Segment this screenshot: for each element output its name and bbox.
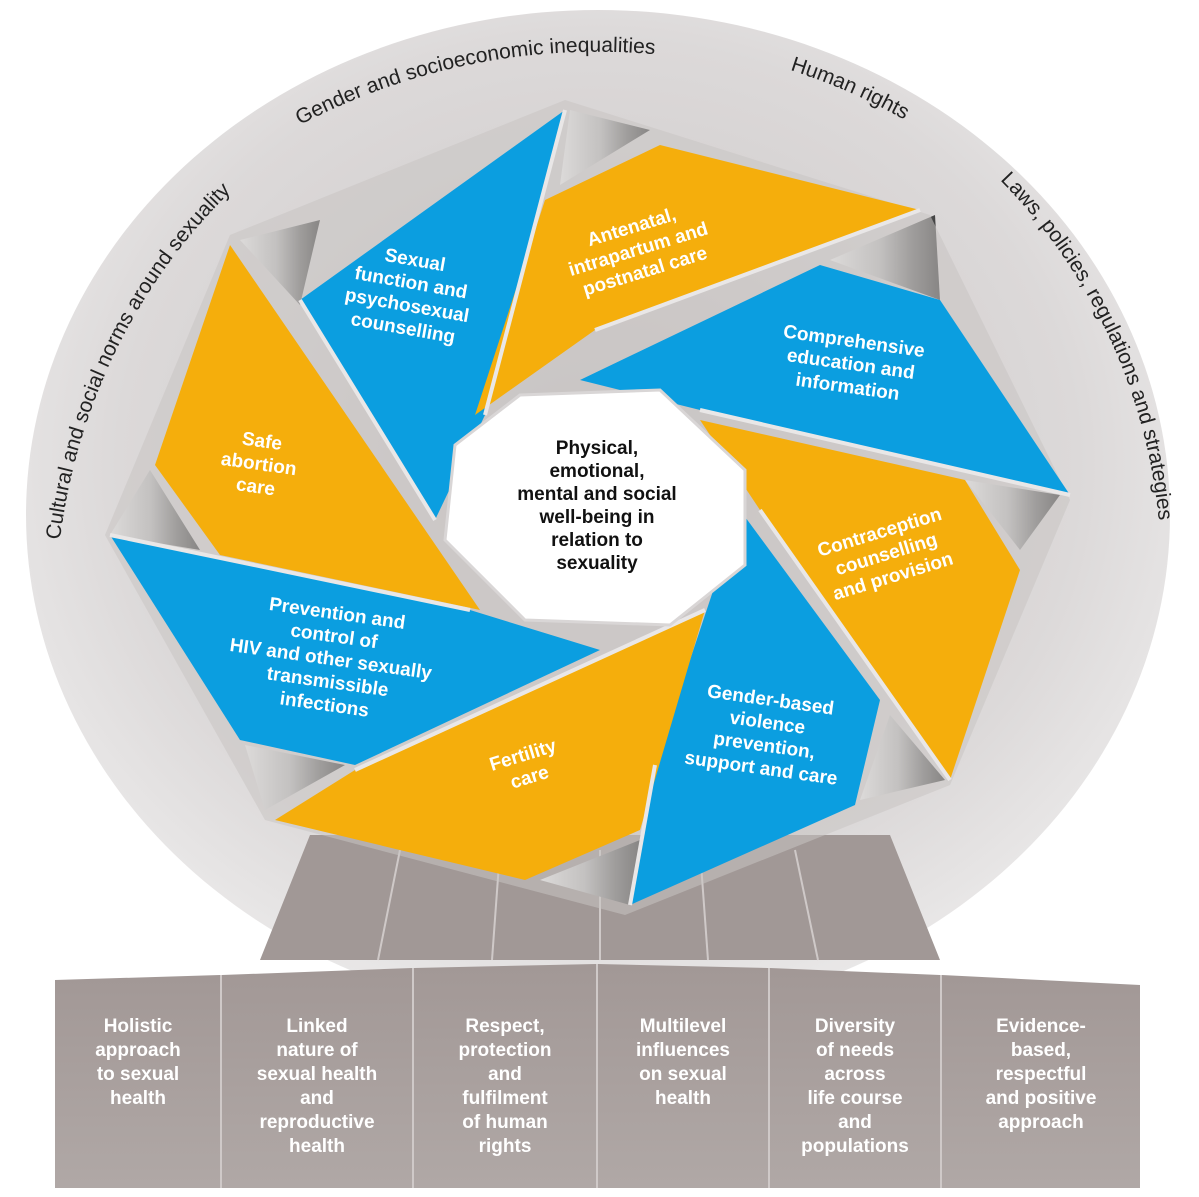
pillar-label: Holistic approach to sexual health [95,1016,181,1109]
segment-gender-based-violence [630,510,880,905]
segment-sexual-function [300,110,565,520]
hub-label-line: emotional, [549,461,644,482]
pillar-label-line: approach [998,1112,1084,1133]
pillar-label-line: on sexual [639,1064,727,1085]
pillar-label-line: life course [807,1088,902,1109]
hub-label-line: mental and social [517,484,676,505]
pillar-label-line: rights [479,1136,532,1157]
pillar-label-line: Multilevel [640,1016,727,1037]
pillar-label-line: Evidence- [996,1016,1086,1037]
pillar-label-line: to sexual [97,1064,179,1085]
hub-label-line: relation to [551,530,643,551]
pillar-label: Evidence-based, respectful and positive app… [986,1016,1097,1133]
segment-fertility-care [275,610,705,880]
pillar-label-line: of human [462,1112,548,1133]
pillar-label-line: nature of [276,1040,358,1061]
pillar-label-line: Respect, [465,1016,544,1037]
pillar-label-line: populations [801,1136,909,1157]
pillar-label-line: across [824,1064,885,1085]
principle-pillars [55,964,1140,1188]
segment-hiv-sti [110,535,600,765]
segment-comprehensive-education [580,265,1070,495]
pillar-label-line: Holistic [104,1016,173,1037]
pillar-label-line: health [289,1136,345,1157]
hub-label-line: well-being in [538,507,654,528]
segment-safe-abortion [155,245,480,610]
pillar-label-line: respectful [996,1064,1087,1085]
pillar-label: Respect, protection and fulfilment of human r… [459,1016,552,1157]
segment-separators [109,109,1071,906]
pillar-label-line: based, [1011,1040,1071,1061]
service-segments [110,110,1070,905]
pillar-labels: Holistic approach to sexual health Linked nat… [95,1016,1096,1157]
pillar-label-line: protection [459,1040,552,1061]
pillar-label-line: and positive [986,1088,1097,1109]
pillar-label-line: of needs [816,1040,894,1061]
pillar-label-line: and [838,1112,872,1133]
pillar-label-line: fulfilment [462,1088,548,1109]
hub-octagon [443,388,747,627]
pillar-label: Linked nature of sexual health and reproduct… [257,1016,377,1157]
pillar-label-line: health [655,1088,711,1109]
pillar-label: Diversity of needs across life course and pop… [801,1016,909,1157]
segment-antenatal-care [475,145,920,415]
pillar-label-line: Diversity [815,1016,896,1037]
pillar-label-line: Linked [286,1016,347,1037]
pillar-label-line: and [488,1064,522,1085]
pillar-label-line: and [300,1088,334,1109]
pillar-label: Multilevel influences on sexual health [636,1016,730,1109]
pillar-label-line: health [110,1088,166,1109]
pillar-label-line: influences [636,1040,730,1061]
segment-contraception [700,420,1020,780]
pillar-label-line: reproductive [259,1112,374,1133]
pillar-label-line: sexual health [257,1064,377,1085]
hub-label-line: sexuality [556,553,638,574]
hub-label-line: Physical, [556,438,638,459]
pillar-label-line: approach [95,1040,181,1061]
